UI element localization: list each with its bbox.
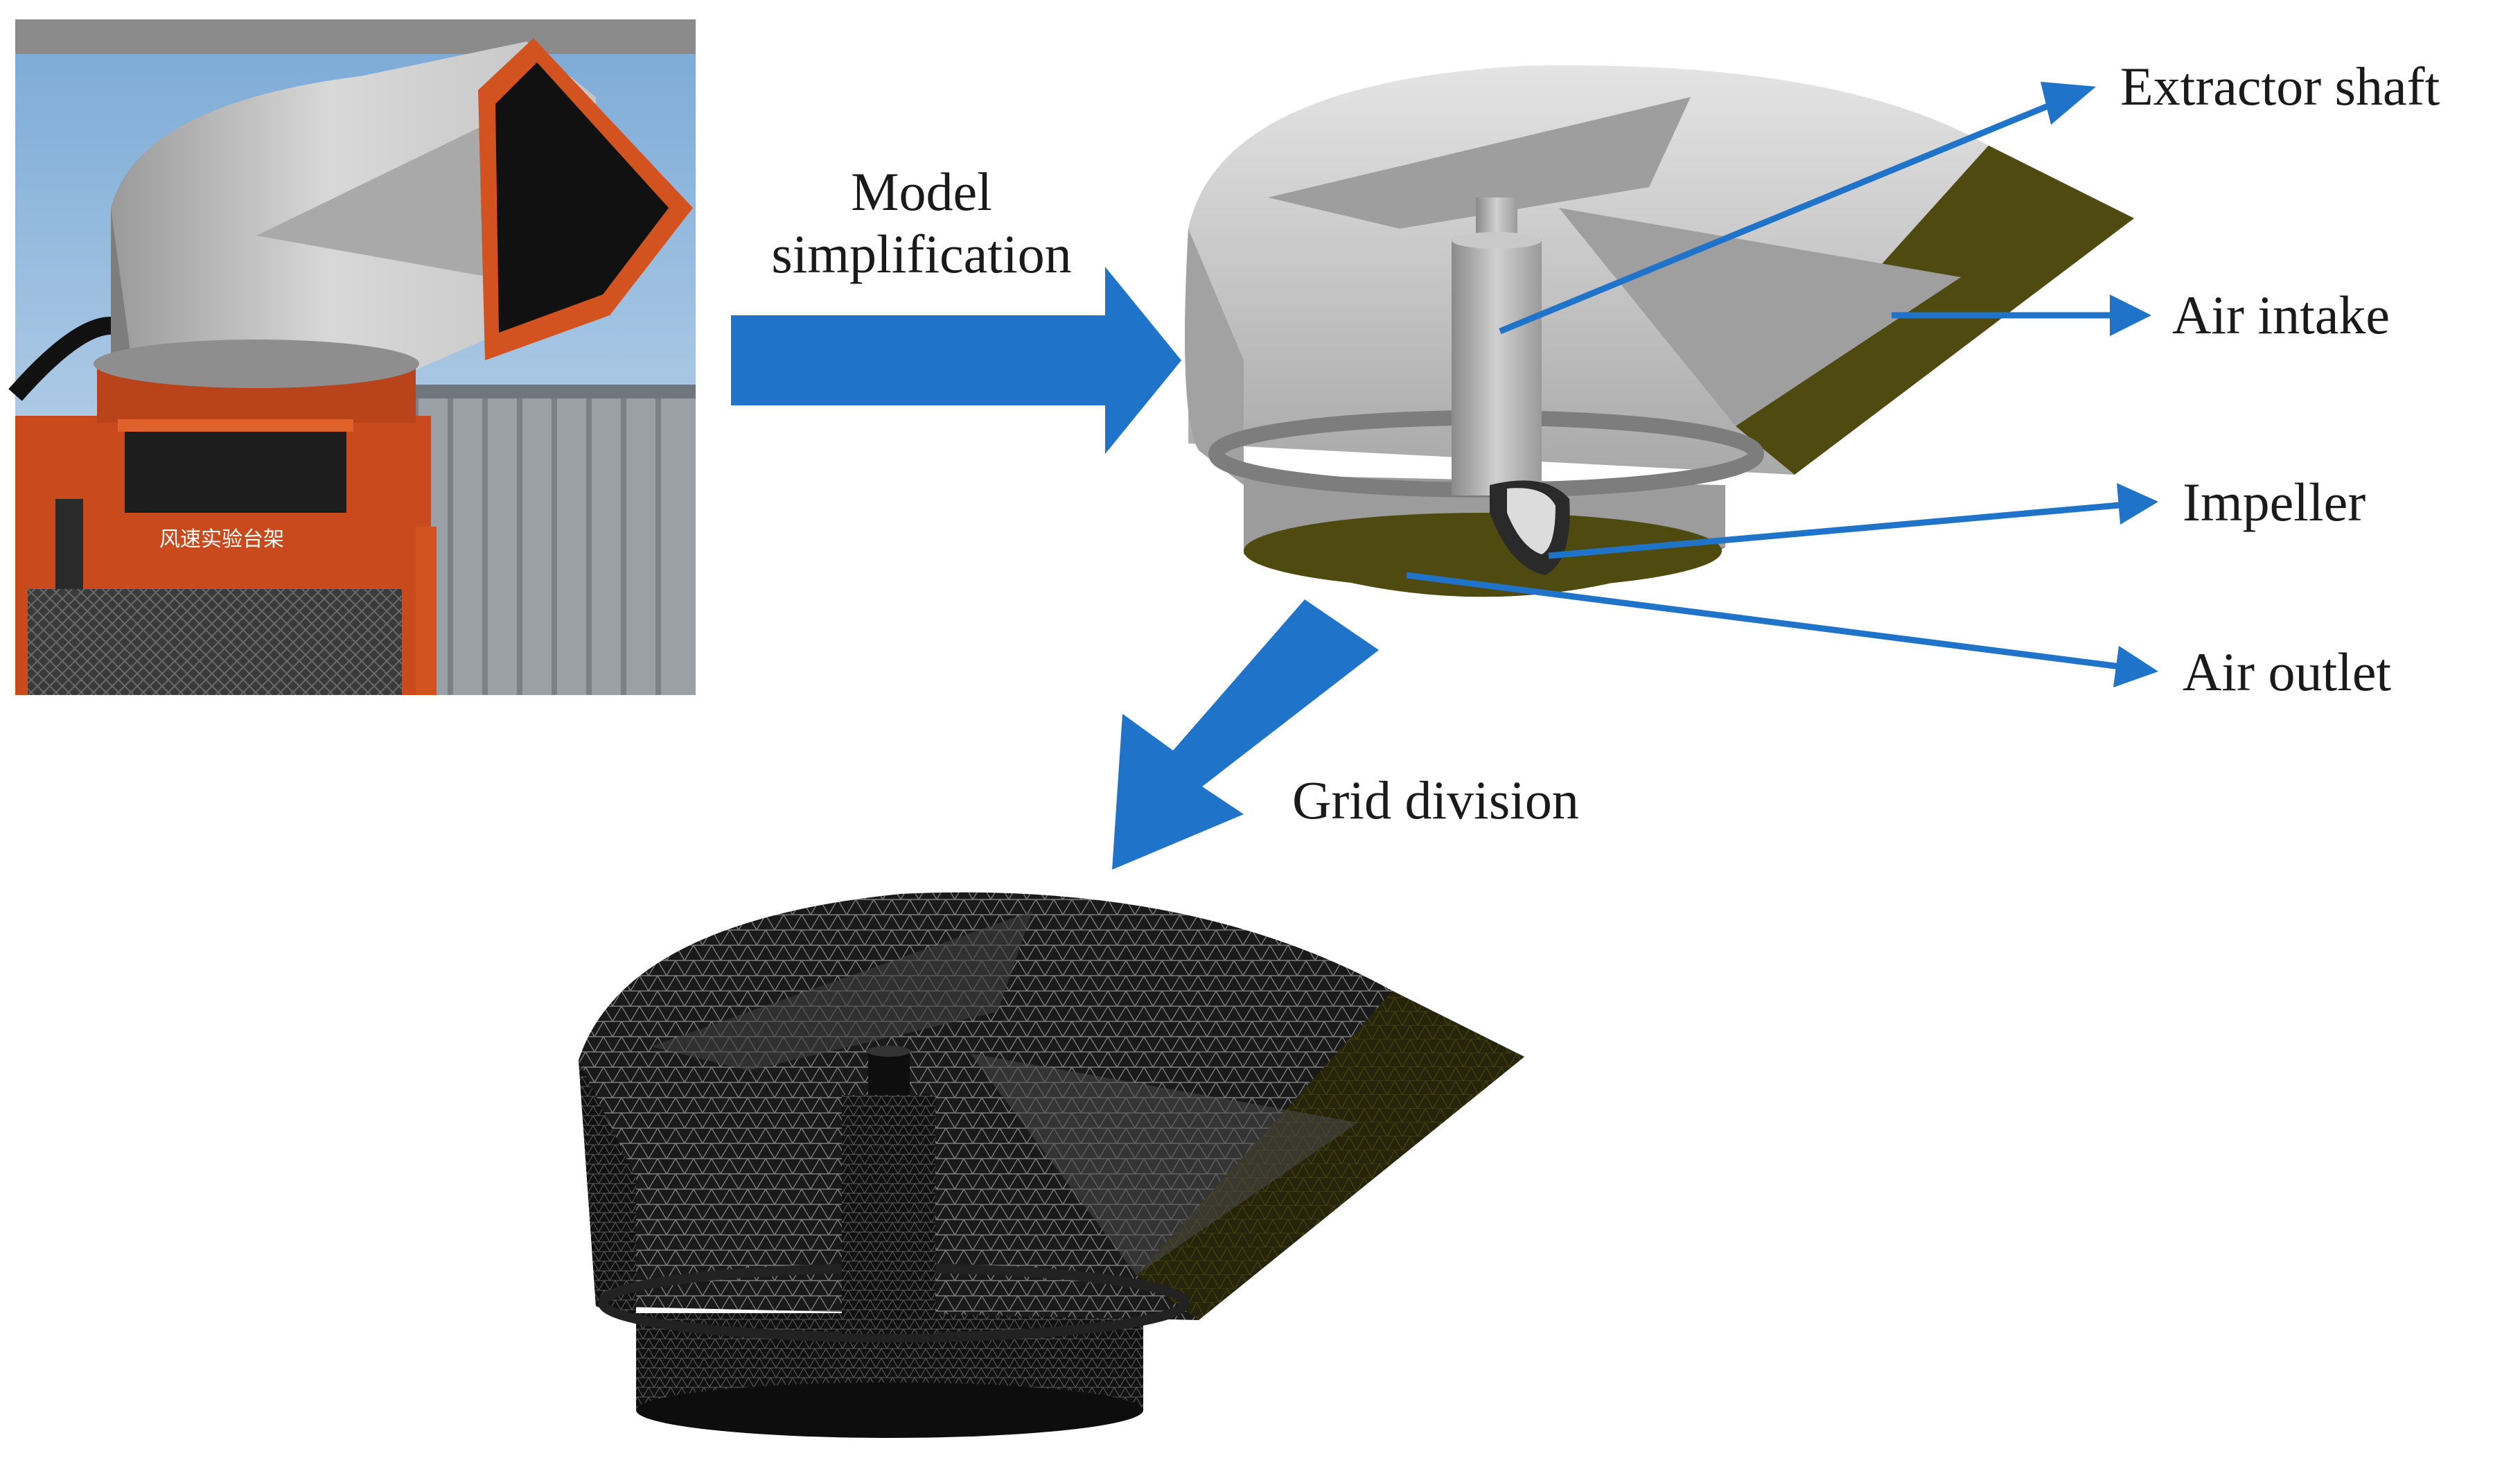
arrowhead-icon — [2117, 483, 2158, 525]
arrowhead-icon — [2110, 295, 2151, 336]
arrowhead-icon — [2113, 646, 2158, 687]
part-label-extractor-shaft: Extractor shaft — [2120, 56, 2440, 116]
part-label-air-intake: Air intake — [2172, 285, 2390, 345]
part-label-air-outlet: Air outlet — [2183, 642, 2392, 702]
step-label-model-simplification: Model simplification — [700, 161, 1143, 285]
air-intake-face — [1736, 146, 2134, 475]
arrowhead-icon — [2041, 82, 2096, 125]
leader-lines — [1406, 97, 2128, 670]
step-label-line-2: simplification — [771, 223, 1072, 284]
leader-arrowheads — [2041, 82, 2158, 687]
step-label-grid-division: Grid division — [1292, 770, 1579, 830]
down-left-arrow-icon — [1112, 599, 1379, 870]
part-label-impeller: Impeller — [2183, 472, 2366, 532]
mesh-model — [579, 892, 1524, 1438]
step-label-line-1: Model — [851, 161, 992, 222]
photo-sign-text: 风速实验台架 — [159, 527, 284, 552]
equipment-photo: 风速实验台架 — [8, 19, 696, 695]
right-arrow-icon — [731, 267, 1181, 454]
